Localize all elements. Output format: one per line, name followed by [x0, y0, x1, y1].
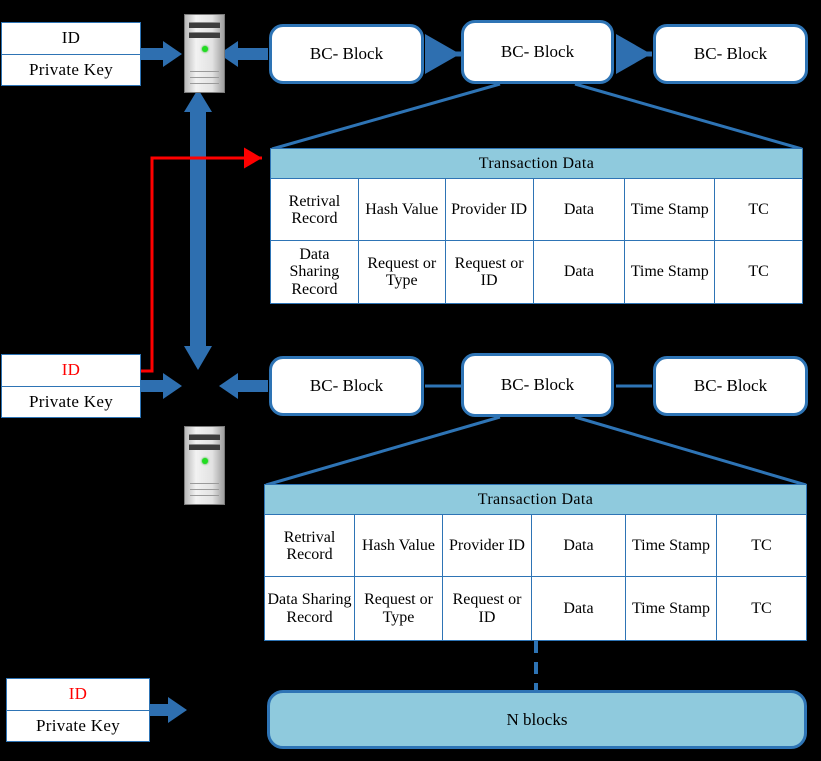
- fanline-left-table2: [265, 415, 501, 487]
- cell-time-stamp: Time Stamp: [625, 179, 716, 241]
- transaction-table-1-header: Transaction Data: [271, 149, 802, 180]
- arrow-block4-to-server2: [219, 373, 268, 399]
- fanline-right-table1: [574, 82, 803, 151]
- cell-hash-value: Hash Value: [355, 515, 443, 577]
- table-row: Data Sharing Record Request or Type Requ…: [265, 577, 806, 640]
- server-tower-icon-2[interactable]: [184, 426, 225, 505]
- bc-block-1-2[interactable]: BC- Block: [461, 20, 614, 84]
- arrow-id2-to-server2: [141, 373, 182, 399]
- cell-requestor-id: Request or ID: [446, 241, 534, 303]
- cell-data-sharing-record: Data Sharing Record: [265, 577, 355, 640]
- table-row: Retrival Record Hash Value Provider ID D…: [265, 515, 806, 578]
- cell-provider-id: Provider ID: [443, 515, 532, 577]
- fanline-right-table2: [574, 415, 807, 487]
- identity-card-2[interactable]: ID Private Key: [1, 354, 141, 418]
- server-status-led: [202, 458, 209, 464]
- cell-data: Data: [532, 577, 626, 640]
- table-row: Data Sharing Record Request or Type Requ…: [271, 241, 802, 303]
- cell-time-stamp: Time Stamp: [626, 515, 717, 577]
- cell-time-stamp: Time Stamp: [625, 241, 716, 303]
- transaction-table-1: Transaction Data Retrival Record Hash Va…: [270, 148, 803, 304]
- server-slot: [189, 32, 220, 38]
- table-row: Retrival Record Hash Value Provider ID D…: [271, 179, 802, 242]
- cell-requestor-id: Request or ID: [443, 577, 532, 640]
- identity-card-3-id: ID: [7, 679, 149, 711]
- cell-data-sharing-record: Data Sharing Record: [271, 241, 359, 303]
- server-slot: [189, 444, 220, 450]
- identity-card-2-private-key: Private Key: [28, 391, 114, 411]
- server-vent: [190, 71, 219, 72]
- arrow-id3-to-client: [150, 697, 187, 723]
- server-vent: [190, 495, 219, 496]
- cell-tc: TC: [748, 201, 769, 219]
- fanline-left-table1: [271, 82, 501, 151]
- identity-card-3[interactable]: ID Private Key: [6, 678, 150, 742]
- server-status-led: [202, 46, 209, 52]
- bc-block-2-1[interactable]: BC- Block: [269, 356, 424, 416]
- server-tower-icon-1[interactable]: [184, 14, 225, 93]
- cell-hash-value: Hash Value: [359, 179, 446, 241]
- server-vent: [190, 77, 219, 78]
- red-link-id2-to-table1: [138, 147, 262, 373]
- cell-data: Data: [534, 241, 626, 303]
- identity-card-1-private-key: Private Key: [28, 59, 114, 79]
- arrow-id1-to-server1: [141, 41, 182, 67]
- identity-card-1-id: ID: [2, 23, 140, 55]
- server-vent: [190, 483, 219, 484]
- cell-time-stamp: Time Stamp: [626, 577, 717, 640]
- cell-data: Data: [532, 515, 626, 577]
- transaction-table-2-header: Transaction Data: [265, 485, 806, 516]
- cell-retrival-record: Retrival Record: [271, 179, 359, 241]
- transaction-table-2: Transaction Data Retrival Record Hash Va…: [264, 484, 807, 641]
- server-vent: [190, 489, 219, 490]
- bc-block-2-2[interactable]: BC- Block: [461, 353, 614, 417]
- bc-block-1-1[interactable]: BC- Block: [269, 24, 424, 84]
- cell-tc: TC: [751, 537, 772, 555]
- identity-card-1[interactable]: ID Private Key: [1, 22, 141, 86]
- bc-block-1-3[interactable]: BC- Block: [653, 24, 808, 84]
- cell-requestor-type: Request or Type: [359, 241, 446, 303]
- bc-block-2-3[interactable]: BC- Block: [653, 356, 808, 416]
- arrow-server1-server2-bidirectional: [184, 89, 212, 370]
- server-slot: [189, 434, 220, 440]
- cell-retrival-record: Retrival Record: [265, 515, 355, 577]
- cell-tc: TC: [748, 263, 769, 281]
- identity-card-3-private-key: Private Key: [35, 715, 121, 735]
- cell-requestor-type: Request or Type: [355, 577, 443, 640]
- arrow-block1-to-server1: [219, 41, 268, 67]
- server-slot: [189, 22, 220, 28]
- cell-tc: TC: [751, 599, 772, 617]
- identity-card-2-id: ID: [2, 355, 140, 387]
- cell-provider-id: Provider ID: [446, 179, 534, 241]
- n-blocks-box[interactable]: N blocks: [267, 690, 807, 749]
- server-vent: [190, 83, 219, 84]
- cell-data: Data: [534, 179, 626, 241]
